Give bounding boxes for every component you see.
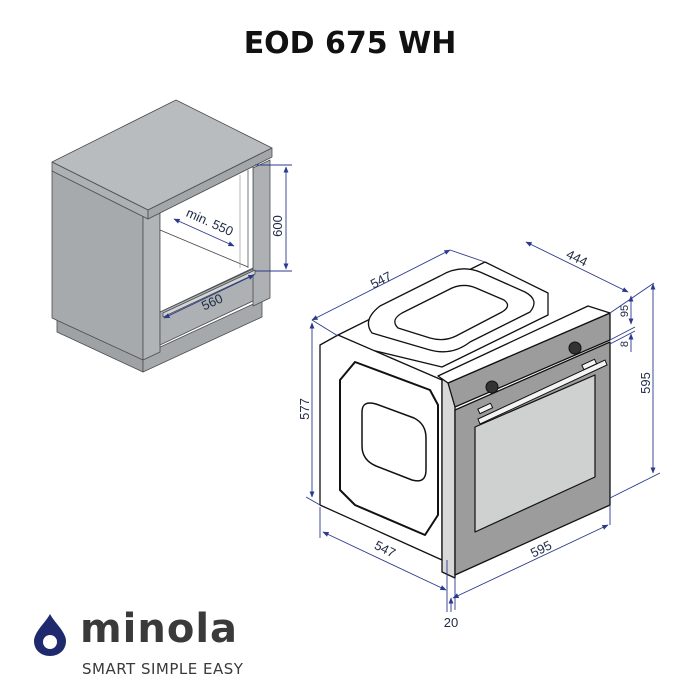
knob-left-icon	[485, 380, 499, 394]
oven-front-offset-label: 20	[444, 615, 458, 630]
oven-front-height-label: 595	[638, 372, 653, 394]
brand-name: minola	[80, 606, 239, 652]
oven-knobs	[485, 341, 582, 394]
oven-gap-label: 8	[619, 341, 631, 347]
cabinet-height-label: 600	[270, 215, 285, 237]
oven-illustration	[319, 261, 611, 579]
water-drop-icon	[34, 614, 66, 656]
oven-top-depth-label: 547	[368, 268, 394, 291]
cabinet-illustration	[51, 99, 273, 373]
knob-right-icon	[568, 341, 582, 355]
oven-handle	[477, 358, 608, 425]
cabinet-dimensions	[163, 164, 292, 319]
oven-top-width-label: 444	[564, 246, 590, 269]
brand-tagline: SMART SIMPLE EASY	[82, 660, 244, 678]
oven-dimensions	[305, 241, 661, 612]
oven-panel-height-label: 95	[619, 305, 631, 317]
oven-side-height-label: 577	[297, 398, 312, 420]
page-title: EOD 675 WH	[243, 26, 457, 61]
